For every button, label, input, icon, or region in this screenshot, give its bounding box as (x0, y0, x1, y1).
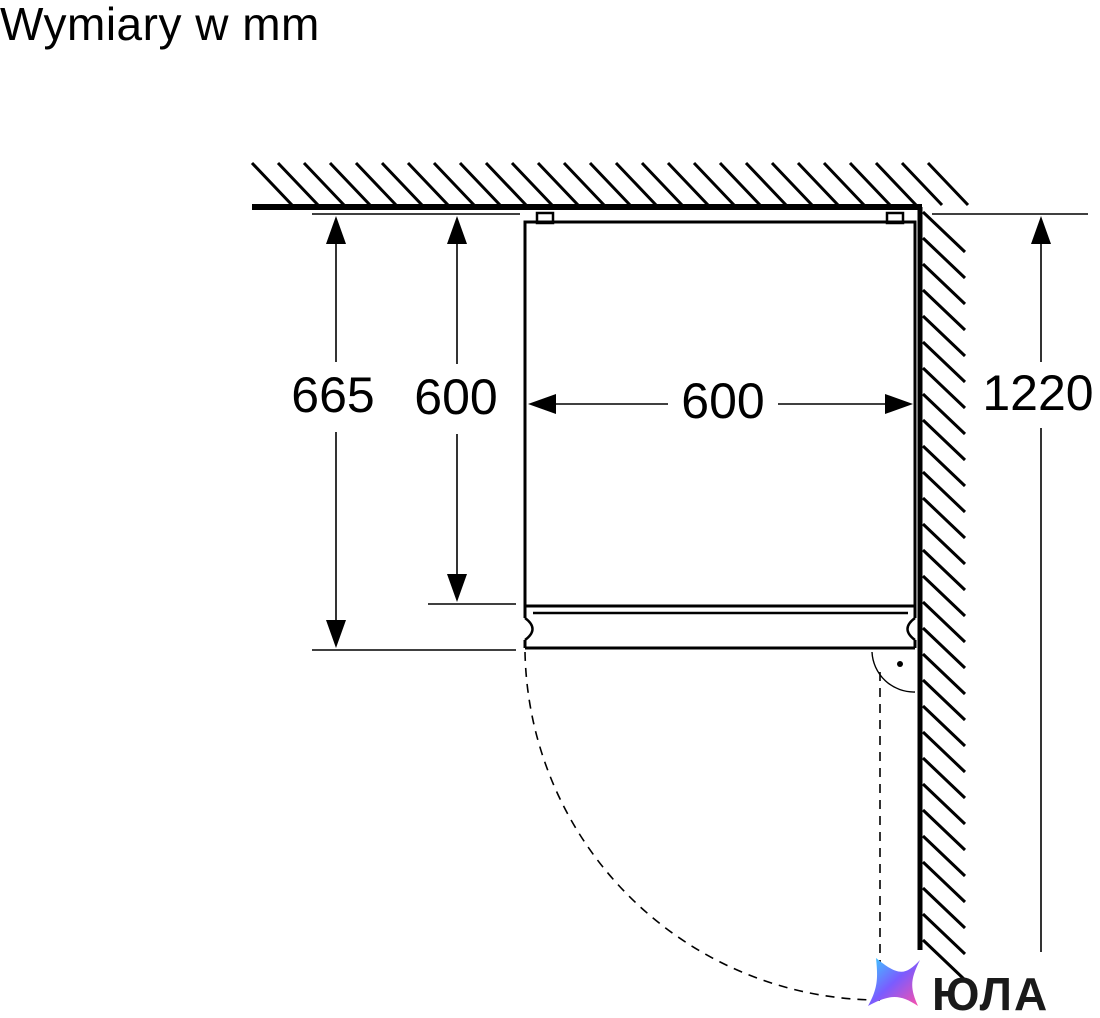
hatch-line (921, 496, 967, 540)
hatch-line (718, 161, 762, 207)
hatch-line (640, 161, 684, 207)
hatch-line (796, 161, 840, 207)
hatch-line (921, 288, 967, 332)
fridge-body (523, 211, 917, 650)
hatch-line (874, 161, 918, 207)
hatch-line (921, 678, 967, 722)
dimension-600-width-label: 600 (681, 373, 764, 429)
hatch-line (770, 161, 814, 207)
hatch-line (614, 161, 658, 207)
dimension-600-depth-label: 600 (414, 369, 497, 425)
watermark-text: ЮЛА (932, 968, 1049, 1018)
hatch-line (380, 161, 424, 207)
dimension-1220-label: 1220 (982, 365, 1093, 421)
hatch-line (921, 340, 967, 384)
hatch-line (921, 782, 967, 826)
hatch-line (276, 161, 320, 207)
hatch-line (822, 161, 866, 207)
hatch-line (921, 938, 967, 982)
hatch-line (921, 886, 967, 930)
hatch-line (302, 161, 346, 207)
hatch-line (921, 704, 967, 748)
hatch-line (921, 860, 967, 904)
dimension-665-label: 665 (291, 367, 374, 423)
hatch-line (848, 161, 892, 207)
star-gradient-icon (868, 958, 920, 1006)
hatch-line (921, 392, 967, 436)
right-wall-hatch (921, 210, 967, 982)
hatch-line (921, 210, 967, 254)
hatch-line (562, 161, 606, 207)
hatch-line (921, 470, 967, 514)
hatch-line (921, 574, 967, 618)
hatch-line (921, 626, 967, 670)
dimension-600-depth: 600 (414, 216, 498, 602)
extension-lines (312, 213, 1088, 651)
dimension-665: 665 (291, 216, 375, 648)
hinge-point (897, 661, 903, 667)
hatch-line (921, 262, 967, 306)
dimension-1220: 1220 (982, 216, 1094, 952)
hatch-line (536, 161, 580, 207)
hatch-line (921, 236, 967, 280)
hatch-line (432, 161, 476, 207)
hatch-line (921, 834, 967, 878)
hatch-line (921, 548, 967, 592)
door-swing-arc (524, 651, 916, 1001)
hatch-line (406, 161, 450, 207)
hatch-line (484, 161, 528, 207)
hatch-line (921, 314, 967, 358)
hatch-line (921, 912, 967, 956)
top-wall-hatch (250, 161, 970, 207)
page-title: Wymiary w mm (0, 0, 320, 50)
hatch-line (921, 652, 967, 696)
watermark-logo: ЮЛА (868, 958, 1049, 1018)
hatch-line (692, 161, 736, 207)
hatch-line (354, 161, 398, 207)
hatch-line (458, 161, 502, 207)
hatch-line (921, 444, 967, 488)
hatch-line (926, 161, 970, 207)
hatch-line (744, 161, 788, 207)
hatch-line (250, 161, 294, 207)
hatch-line (921, 756, 967, 800)
dimension-600-width: 600 (528, 373, 913, 429)
hatch-line (588, 161, 632, 207)
hatch-line (921, 730, 967, 774)
hatch-line (328, 161, 372, 207)
hatch-line (921, 366, 967, 410)
hatch-line (900, 161, 944, 207)
hatch-line (921, 600, 967, 644)
hatch-line (921, 418, 967, 462)
hatch-line (921, 522, 967, 566)
hatch-line (921, 808, 967, 852)
hatch-line (510, 161, 554, 207)
hatch-line (666, 161, 710, 207)
